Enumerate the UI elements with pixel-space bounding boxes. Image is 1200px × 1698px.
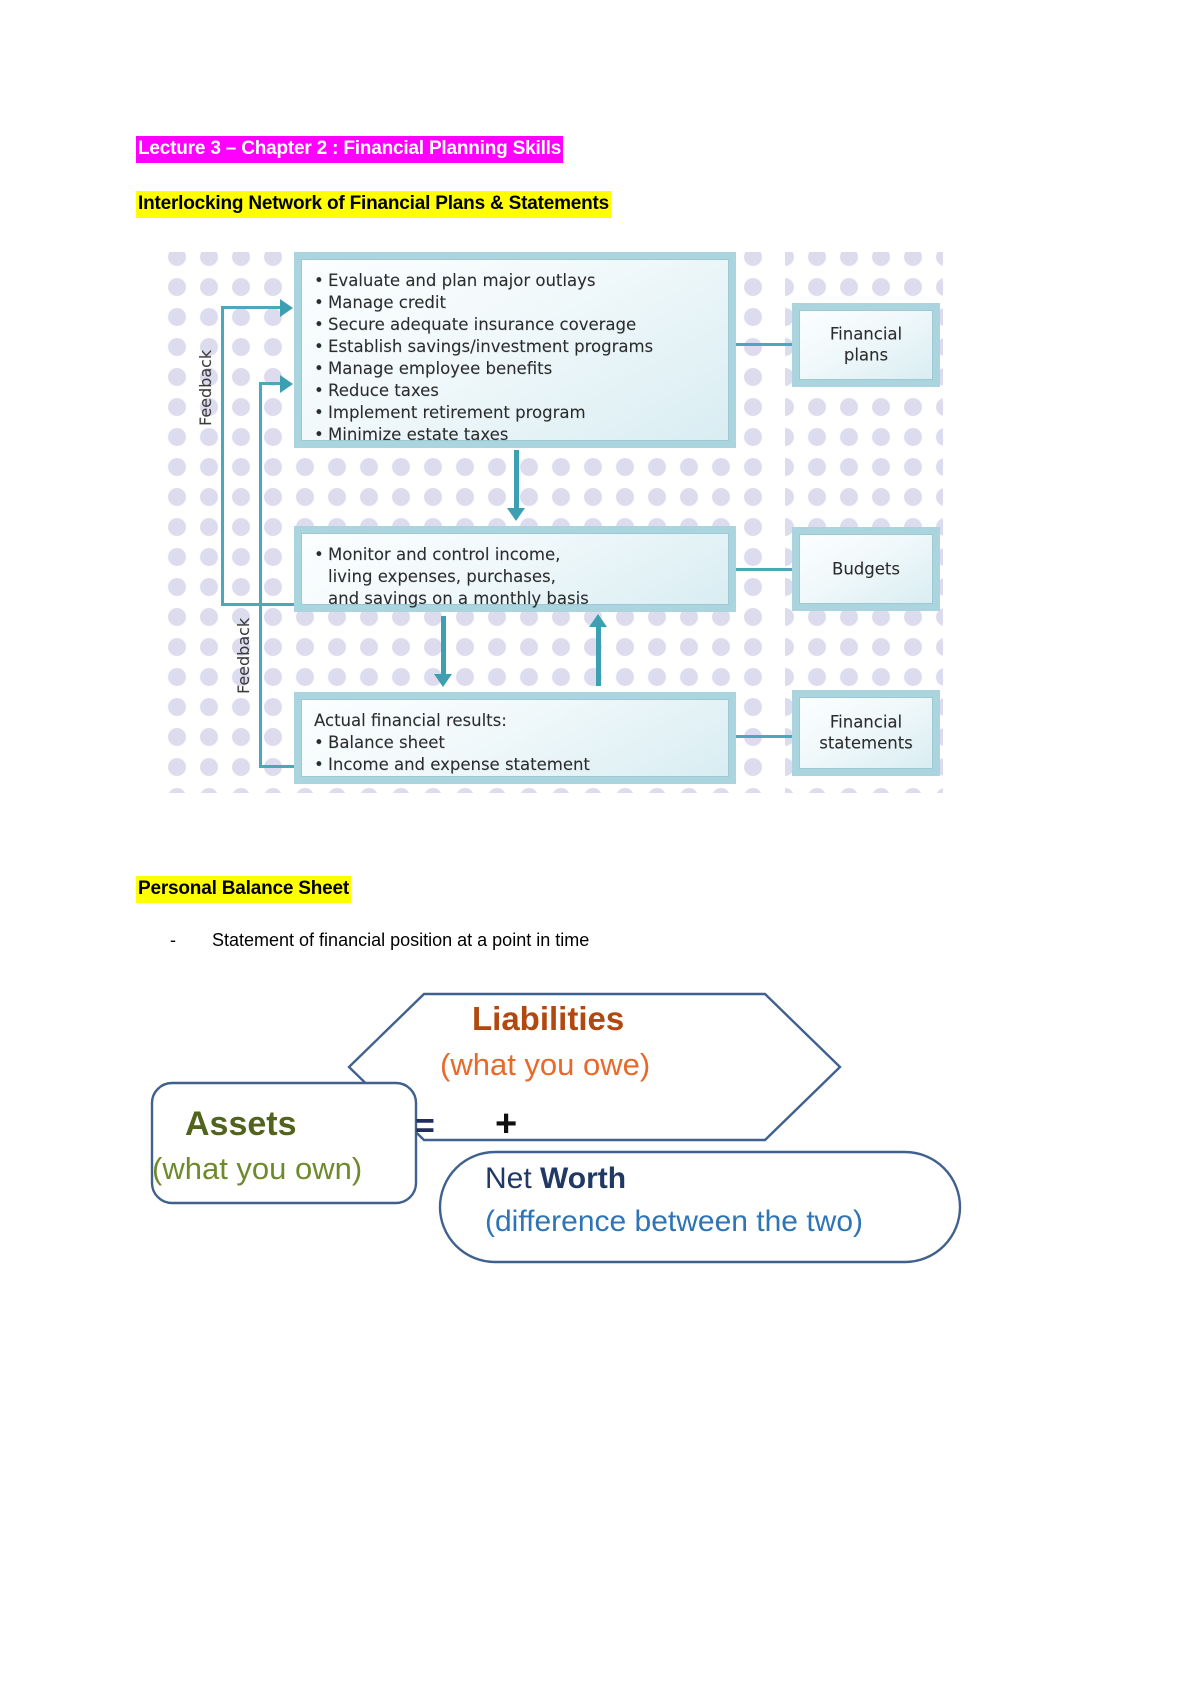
label-financial-statements-line2: statements: [819, 734, 913, 753]
arrow-budget-to-results-head: [434, 674, 452, 687]
figure-interlocking-network: Feedback Feedback Evaluate and plan majo…: [166, 246, 943, 793]
feedback-arrow-1-head: [280, 299, 293, 317]
list-item: Evaluate and plan major outlays: [314, 270, 716, 292]
label-box-financial-statements-inner: Financial statements: [799, 697, 933, 769]
feedback-line-1-bottom: [221, 603, 296, 606]
label-box-budgets: Budgets: [792, 527, 940, 611]
list-item: Balance sheet: [314, 732, 716, 754]
budget-inner: •Monitor and control income, living expe…: [301, 533, 729, 608]
section-heading-personal-balance-sheet: Personal Balance Sheet: [136, 876, 352, 903]
financial-plans-list: Evaluate and plan major outlays Manage c…: [314, 270, 716, 446]
liabilities-subtitle: (what you owe): [440, 1047, 651, 1082]
list-item: Secure adequate insurance coverage: [314, 314, 716, 336]
list-item: Establish savings/investment programs: [314, 336, 716, 358]
assets-title: Assets: [185, 1105, 297, 1143]
section-heading-interlocking-network: Interlocking Network of Financial Plans …: [136, 191, 612, 218]
feedback-line-2-vertical: [259, 382, 262, 768]
list-item: Minimize estate taxes: [314, 424, 716, 446]
label-financial-plans-line2: plans: [843, 346, 889, 365]
figure-margin-top: [166, 246, 943, 252]
bullet-text: Statement of financial position at a poi…: [212, 930, 590, 950]
figure-balance-sheet-equation: Liabilities (what you owe) Assets (what …: [140, 985, 980, 1265]
feedback-line-2-bottom: [259, 765, 297, 768]
label-budgets: Budgets: [832, 559, 900, 579]
liabilities-title: Liabilities: [472, 1000, 625, 1037]
results-title: Actual financial results:: [314, 711, 507, 730]
list-item: Reduce taxes: [314, 380, 716, 402]
label-financial-statements: Financial statements: [800, 712, 932, 755]
budget-line-3: and savings on a monthly basis: [328, 588, 589, 608]
page-title: Lecture 3 – Chapter 2 : Financial Planni…: [136, 136, 564, 163]
label-financial-plans: Financial plans: [800, 324, 932, 367]
equation-shapes: [150, 992, 962, 1264]
list-item: Manage employee benefits: [314, 358, 716, 380]
results-list: Balance sheet Income and expense stateme…: [314, 732, 716, 776]
connector-budget-to-label: [736, 568, 794, 571]
label-box-financial-plans-inner: Financial plans: [799, 310, 933, 380]
arrow-budget-to-results-line: [441, 616, 446, 678]
arrow-results-to-budget-head: [589, 614, 607, 627]
arrow-plans-to-budget-head: [507, 508, 525, 521]
arrow-results-to-budget-line: [596, 624, 601, 686]
figure-gap-strip: [765, 246, 785, 793]
networth-bold: Worth: [540, 1162, 627, 1195]
liabilities-hexagon-shape: [347, 992, 842, 1142]
financial-results-inner: Actual financial results: Balance sheet …: [301, 699, 729, 777]
equals-sign: =: [415, 1107, 435, 1145]
feedback-arrow-2-head: [280, 375, 293, 393]
bullet-dash: -: [170, 930, 176, 950]
feedback-label-top: Feedback: [196, 349, 215, 426]
label-financial-statements-line1: Financial: [829, 712, 903, 732]
list-item: Manage credit: [314, 292, 716, 314]
feedback-label-bottom: Feedback: [234, 617, 253, 694]
label-box-budgets-inner: Budgets: [799, 534, 933, 604]
list-item: Income and expense statement: [314, 754, 716, 776]
networth-stadium-shape: [438, 1150, 962, 1264]
networth-subtitle: (difference between the two): [485, 1205, 864, 1238]
label-box-financial-statements: Financial statements: [792, 690, 940, 776]
assets-rounded-rect-shape: [150, 1081, 418, 1205]
networth-prefix: Net: [485, 1162, 541, 1195]
plus-sign: +: [495, 1103, 518, 1145]
connector-results-to-label: [736, 735, 794, 738]
budget-line-1: •Monitor and control income,: [314, 545, 561, 564]
label-financial-plans-line1: Financial: [829, 324, 903, 344]
networth-title: Net Worth: [485, 1162, 626, 1196]
feedback-line-1-vertical: [221, 306, 224, 606]
arrow-plans-to-budget-line: [514, 450, 519, 512]
balance-sheet-bullet: - Statement of financial position at a po…: [170, 930, 589, 951]
budget-content-box: •Monitor and control income, living expe…: [294, 526, 736, 612]
label-box-financial-plans: Financial plans: [792, 303, 940, 387]
feedback-line-1-top: [221, 306, 283, 309]
financial-plans-inner: Evaluate and plan major outlays Manage c…: [301, 259, 729, 444]
list-item: Implement retirement program: [314, 402, 716, 424]
budget-line-2: living expenses, purchases,: [328, 566, 556, 586]
feedback-line-2-top: [259, 382, 283, 385]
financial-plans-content-box: Evaluate and plan major outlays Manage c…: [294, 252, 736, 448]
assets-subtitle: (what you own): [152, 1151, 363, 1186]
financial-results-content-box: Actual financial results: Balance sheet …: [294, 692, 736, 784]
connector-plans-to-label: [736, 343, 794, 346]
